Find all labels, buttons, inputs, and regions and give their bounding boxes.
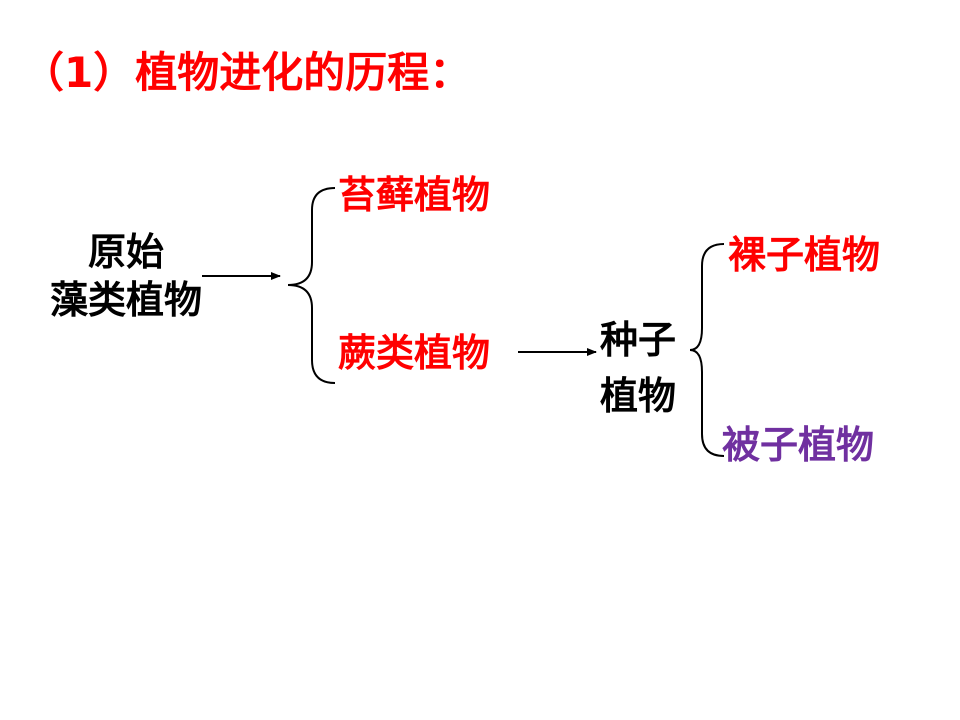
node-moss-plants: 苔藓植物 bbox=[338, 173, 491, 217]
node-seed-plants: 种子 植物 bbox=[596, 312, 680, 424]
node-fern-plants: 蕨类植物 bbox=[338, 331, 491, 375]
brace-gymno-angio bbox=[689, 243, 725, 457]
node-seed-plants-line2: 植物 bbox=[599, 374, 676, 418]
page-title: （1）植物进化的历程： bbox=[22, 48, 472, 97]
node-primitive-algae-line1: 原始 bbox=[87, 230, 164, 274]
node-seed-plants-line1: 种子 bbox=[599, 318, 676, 362]
node-angiosperms: 被子植物 bbox=[722, 423, 875, 467]
node-gymnosperms: 裸子植物 bbox=[728, 233, 881, 277]
brace-moss-fern bbox=[287, 187, 336, 384]
node-primitive-algae: 原始 藻类植物 bbox=[40, 228, 212, 324]
node-primitive-algae-line2: 藻类植物 bbox=[49, 278, 202, 322]
